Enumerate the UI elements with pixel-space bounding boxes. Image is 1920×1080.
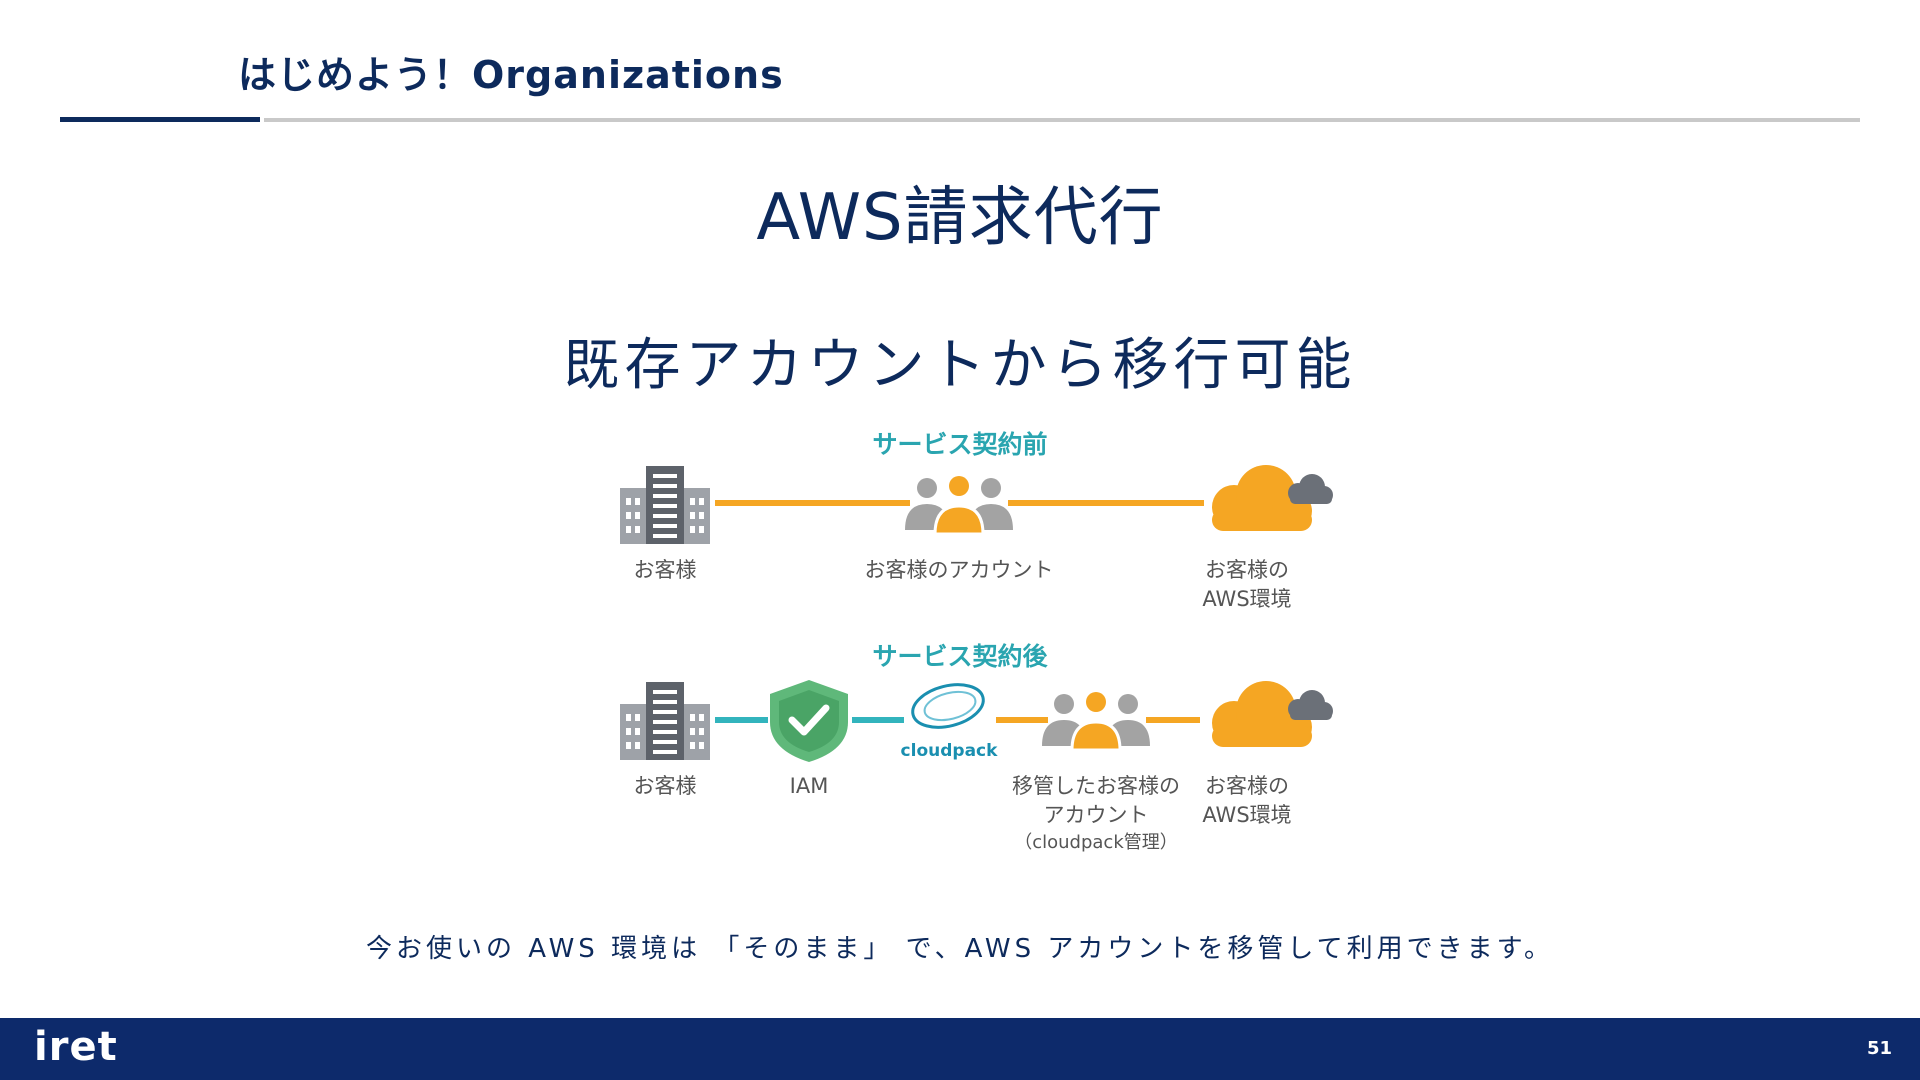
- before-customer-label: お客様: [634, 558, 697, 582]
- after-account-label-1: 移管したお客様の: [1012, 774, 1180, 798]
- shield-icon: [770, 680, 848, 762]
- iret-logo: iret: [34, 1024, 118, 1070]
- before-account-label: お客様のアカウント: [865, 558, 1054, 582]
- cloudpack-logo-text: cloudpack: [901, 741, 999, 761]
- cloud-icon: [1212, 465, 1333, 531]
- after-iam-label: IAM: [790, 774, 829, 798]
- header-rule-accent: [60, 117, 260, 122]
- slide-title: AWS請求代行: [756, 181, 1164, 255]
- after-aws-label-2: AWS環境: [1202, 803, 1291, 827]
- after-aws-label-1: お客様の: [1205, 774, 1289, 798]
- before-heading: サービス契約前: [872, 430, 1047, 459]
- header-title: はじめよう！Organizations: [238, 53, 784, 97]
- people-icon: [903, 474, 1015, 536]
- people-icon: [1040, 690, 1152, 752]
- building-icon: [620, 466, 710, 544]
- cloud-icon: [1212, 681, 1333, 747]
- after-customer-label: お客様: [634, 774, 697, 798]
- page-number: 51: [1866, 1038, 1892, 1059]
- before-aws-label-2: AWS環境: [1202, 587, 1291, 611]
- slide-subtitle: 既存アカウントから移行可能: [563, 333, 1357, 398]
- building-icon: [620, 682, 710, 760]
- after-heading: サービス契約後: [872, 642, 1048, 671]
- footer-bar: iret 51: [0, 1018, 1920, 1080]
- after-account-label-2: アカウント: [1044, 803, 1149, 827]
- cloudpack-logo: cloudpack: [901, 683, 999, 761]
- after-account-label-3: （cloudpack管理）: [1014, 832, 1178, 853]
- header-rule-gray: [264, 118, 1860, 122]
- before-aws-label-1: お客様の: [1205, 558, 1289, 582]
- slide-caption: 今お使いの AWS 環境は 「そのまま」 で、AWS アカウントを移管して利用で…: [365, 934, 1555, 964]
